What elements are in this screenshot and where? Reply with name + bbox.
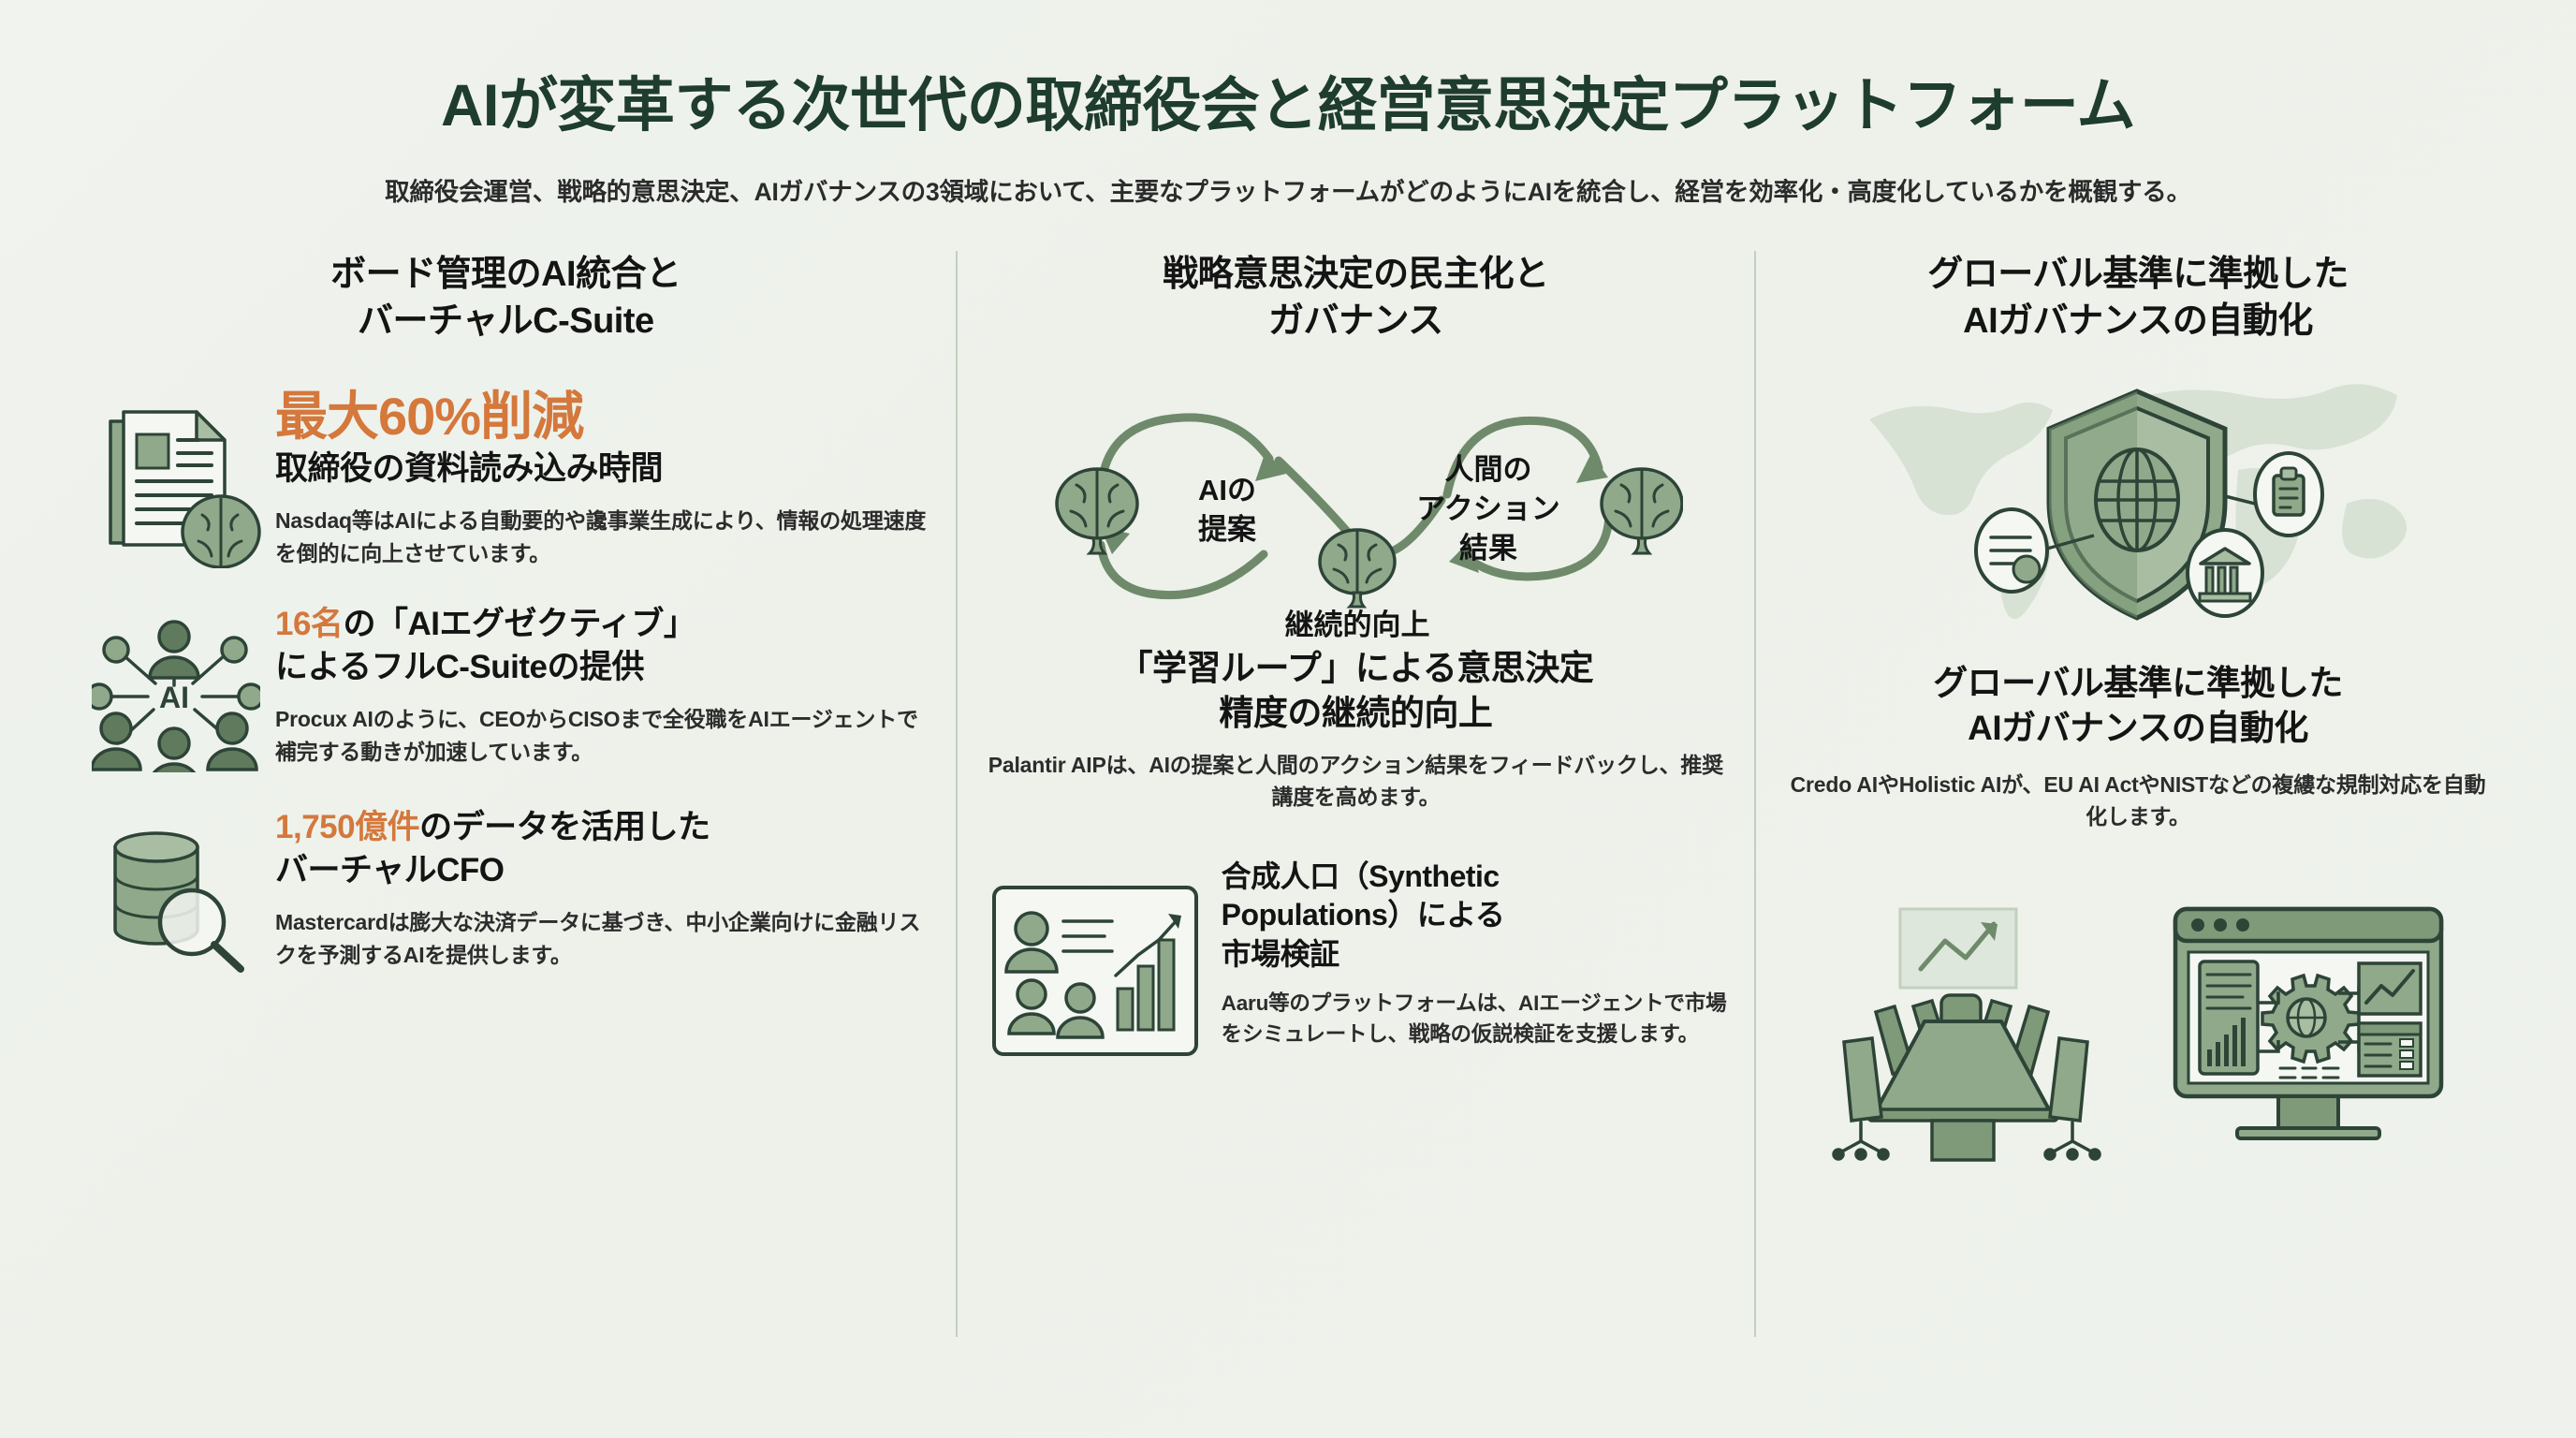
governance-bottom-icons bbox=[1782, 902, 2494, 1168]
stat-title-rest: の「AIエグゼクティブ」 bbox=[343, 606, 696, 643]
loop-label-human-line2: アクション bbox=[1417, 492, 1560, 525]
loop-label-ai-line1: AIの bbox=[1198, 474, 1256, 506]
stat-title-rest-3: のデータを活用した bbox=[419, 809, 710, 846]
page-header: AIが変革する次世代の取締役会と経営意思決定プラットフォーム 取締役会運営、戦略… bbox=[0, 0, 2576, 208]
stat-title-virtual-cfo: 1,750億件のデータを活用した bbox=[275, 806, 929, 849]
column-strategic-decision: 戦略意思決定の民主化と ガバナンス bbox=[955, 250, 1757, 1337]
stat-desc-nasdaq: Nasdaq等はAIによる自動要的や讒事業生成により、情報の処理速度を倒的に向上… bbox=[275, 508, 927, 565]
stat-accent-1750: 1,750億件 bbox=[275, 809, 420, 846]
sp-title-line-2: Populations）による bbox=[1221, 898, 1505, 932]
synthetic-populations-card: 合成人口（Synthetic Populations）による 市場検証 Aaru… bbox=[984, 858, 1728, 1061]
stat-label-reading-time: 取締役の資料読み込み時間 bbox=[275, 450, 664, 488]
svg-text:AI: AI bbox=[159, 681, 189, 714]
page-title: AIが変革する次世代の取締役会と経営意思決定プラットフォーム bbox=[440, 73, 2136, 139]
page-subtitle: 取締役会運営、戦略的意思決定、AIガバナンスの3領域において、主要なプラットフォ… bbox=[385, 177, 2191, 206]
stat-desc-procux: Procux AIのように、CEOからCISOまで全役職をAIエージェントで補完… bbox=[275, 707, 918, 764]
loop-label-ai-line2: 提案 bbox=[1198, 513, 1257, 546]
stat-row-reading-time: 最大60%削減 取締役の資料読み込み時間 Nasdaq等はAIによる自動要的や讒… bbox=[82, 389, 929, 569]
learning-loop-desc: Palantir AIPは、AIの提案と人間のアクション結果をフィードバックし、… bbox=[988, 752, 1723, 809]
stat-row-ai-executives: AI 16名の「AIエグゼクティブ」 によるフルC-Suiteの提供 Procu… bbox=[82, 603, 929, 773]
learning-loop-title: 「学習ループ」による意思決定 精度の継続的向上 bbox=[984, 646, 1728, 736]
stat-title-ai-executives: 16名の「AIエグゼクティブ」 bbox=[275, 603, 929, 646]
stat-title-line2-3: バーチャルCFO bbox=[275, 851, 505, 888]
stat-value-reduction: 最大60%削減 bbox=[275, 386, 584, 446]
stat-row-2-body: 16名の「AIエグゼクティブ」 によるフルC-Suiteの提供 Procux A… bbox=[270, 603, 929, 768]
loop-label-human-line3: 結果 bbox=[1459, 532, 1517, 565]
database-search-icon bbox=[82, 806, 270, 976]
column-1-heading-line-1: ボード管理のAI統合と bbox=[330, 254, 681, 294]
governance-title-line-1: グローバル基準に準拠した bbox=[1933, 663, 2343, 702]
stat-row-virtual-cfo: 1,750億件のデータを活用した バーチャルCFO Mastercardは膨大な… bbox=[82, 806, 929, 976]
document-brain-icon bbox=[82, 389, 270, 568]
boardroom-table-icon bbox=[1827, 902, 2117, 1168]
column-1-heading-line-2: バーチャルC-Suite bbox=[358, 301, 654, 341]
column-3-heading-line-2: AIガバナンスの自動化 bbox=[1963, 301, 2313, 341]
synthetic-populations-title: 合成人口（Synthetic Populations）による 市場検証 bbox=[1222, 858, 1728, 975]
columns-container: ボード管理のAI統合と バーチャルC-Suite bbox=[0, 250, 2576, 1337]
loop-label-human-line1: 人間の bbox=[1445, 453, 1532, 486]
sp-title-line-3: 市場検証 bbox=[1221, 936, 1340, 971]
stat-row-3-body: 1,750億件のデータを活用した バーチャルCFO Mastercardは膨大な… bbox=[270, 806, 929, 971]
column-3-heading-line-1: グローバル基準に準拠した bbox=[1927, 254, 2349, 294]
governance-title-line-2: AIガバナンスの自動化 bbox=[1968, 709, 2308, 748]
loop-label-continuous-improvement: 継続的向上 bbox=[1285, 609, 1430, 641]
governance-desc: Credo AIやHolistic AIが、EU AI ActやNISTなどの複… bbox=[1790, 772, 2486, 829]
learning-loop-title-line-1: 「学習ループ」による意思決定 bbox=[1118, 648, 1594, 687]
stat-desc-mastercard: Mastercardは膨大な決済データに基づき、中小企業向けに金融リスクを予測す… bbox=[275, 910, 921, 967]
column-1-heading: ボード管理のAI統合と バーチャルC-Suite bbox=[82, 251, 929, 356]
stat-accent-16: 16名 bbox=[275, 606, 344, 643]
column-3-heading: グローバル基準に準拠した AIガバナンスの自動化 bbox=[1782, 251, 2494, 356]
learning-loop-title-line-2: 精度の継続的向上 bbox=[1219, 693, 1493, 732]
stat-row-1-body: 最大60%削減 取締役の資料読み込み時間 Nasdaq等はAIによる自動要的や讒… bbox=[270, 389, 929, 569]
dashboard-monitor-icon bbox=[2168, 902, 2449, 1168]
synthetic-populations-body: 合成人口（Synthetic Populations）による 市場検証 Aaru… bbox=[1208, 858, 1728, 1049]
shield-globe-worldmap-icon bbox=[1782, 365, 2494, 627]
governance-title: グローバル基準に準拠した AIガバナンスの自動化 bbox=[1782, 661, 2494, 753]
ai-network-people-icon: AI bbox=[82, 603, 270, 773]
column-2-heading-line-2: ガバナンス bbox=[1267, 301, 1443, 341]
column-2-heading: 戦略意思決定の民主化と ガバナンス bbox=[984, 251, 1728, 356]
team-analytics-icon bbox=[984, 858, 1208, 1061]
column-2-heading-line-1: 戦略意思決定の民主化と bbox=[1163, 254, 1549, 294]
synthetic-populations-desc: Aaru等のプラットフォームは、AIエージェントで市場をシミュレートし、戦略の仮… bbox=[1221, 990, 1727, 1046]
stat-title-line2: によるフルC-Suiteの提供 bbox=[275, 648, 644, 685]
column-ai-governance: グローバル基準に準拠した AIガバナンスの自動化 bbox=[1756, 251, 2520, 1337]
sp-title-line-1: 合成人口（Synthetic bbox=[1221, 858, 1500, 893]
learning-loop-diagram: AIの 提案 人間の アクション 結果 継続的向上 bbox=[984, 361, 1728, 642]
column-board-management: ボード管理のAI統合と バーチャルC-Suite bbox=[56, 251, 956, 1337]
